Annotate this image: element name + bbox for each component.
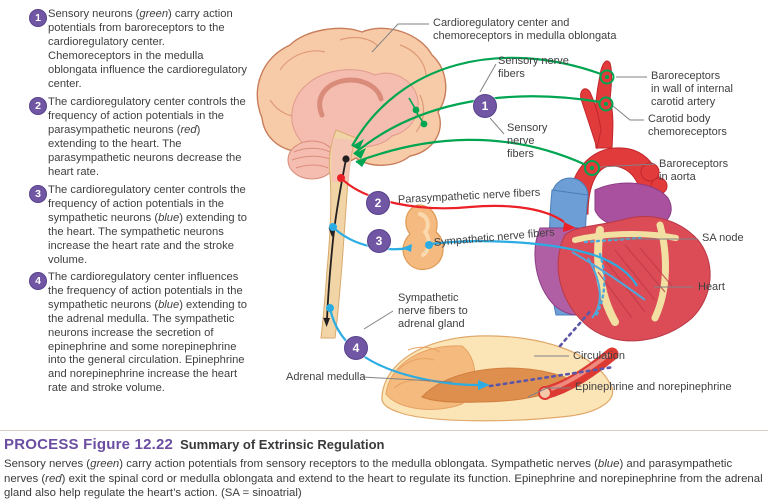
caption-heading: PROCESS Figure 12.22 Summary of Extrinsic…: [4, 436, 764, 454]
figure-caption: PROCESS Figure 12.22 Summary of Extrinsic…: [0, 430, 768, 499]
hormone-dotted-path: [488, 307, 616, 388]
step-3-text: The cardioregulatory center controls the…: [48, 184, 248, 266]
label-heart: Heart: [698, 281, 725, 293]
anatomy-illustration: [256, 23, 711, 422]
caption-body: Sensory nerves (green) carry action pote…: [4, 458, 763, 499]
label-carotid-body-chemoreceptors: Carotid body chemoreceptors: [648, 113, 727, 138]
label-cardioregulatory-center: Cardioregulatory center and chemorecepto…: [433, 17, 617, 42]
figure-badge-4: 4: [344, 336, 368, 360]
step-2-text: The cardioregulatory center controls the…: [48, 96, 246, 178]
figure-badge-3: 3: [367, 229, 391, 253]
parasympathetic-nerve-path: [337, 174, 576, 232]
label-sympathetic-to-adrenal: Sympathetic nerve fibers to adrenal glan…: [398, 292, 468, 330]
figure-illustration-area: 1 2 3 4 Cardioregulatory center and chem…: [256, 17, 744, 422]
sensory-nerve-paths: [351, 56, 615, 176]
caption-title: Summary of Extrinsic Regulation: [180, 437, 385, 452]
label-baroreceptors-aorta: Baroreceptors in aorta: [659, 158, 729, 183]
figure-badge-1: 1: [473, 94, 497, 118]
label-circulation: Circulation: [573, 350, 625, 362]
step-4-badge: 4: [29, 272, 47, 290]
label-baroreceptors-carotid: Baroreceptors in wall of internal caroti…: [651, 70, 733, 108]
label-sa-node: SA node: [702, 232, 744, 244]
figure-badge-2: 2: [366, 191, 390, 215]
label-sensory-nerve-fibers-mid: Sensory nerve fibers: [507, 122, 548, 160]
sympathetic-ganglion-illustration: [402, 204, 444, 270]
step-1-badge: 1: [29, 9, 47, 27]
adrenal-gland-illustration: [381, 335, 614, 422]
step-4-text: The cardioregulatory center influences t…: [48, 271, 248, 395]
label-epinephrine-norepinephrine: Epinephrine and norepinephrine: [575, 381, 732, 393]
step-1-text: Sensory neurons (green) carry action pot…: [48, 8, 248, 90]
step-3-badge: 3: [29, 185, 47, 203]
heart-nerve-branches: [571, 251, 646, 319]
leader-lines: [361, 23, 697, 398]
sympathetic-nerve-path-heart: [329, 223, 638, 287]
sympathetic-nerve-path-adrenal: [326, 304, 490, 390]
process-figure-label: PROCESS Figure 12.22: [4, 436, 174, 453]
step-2-badge: 2: [29, 97, 47, 115]
heart-illustration: [534, 177, 711, 342]
label-adrenal-medulla: Adrenal medulla: [286, 371, 366, 383]
label-sensory-nerve-fibers-top: Sensory nerve fibers: [498, 55, 569, 80]
brain-illustration: [256, 27, 447, 180]
